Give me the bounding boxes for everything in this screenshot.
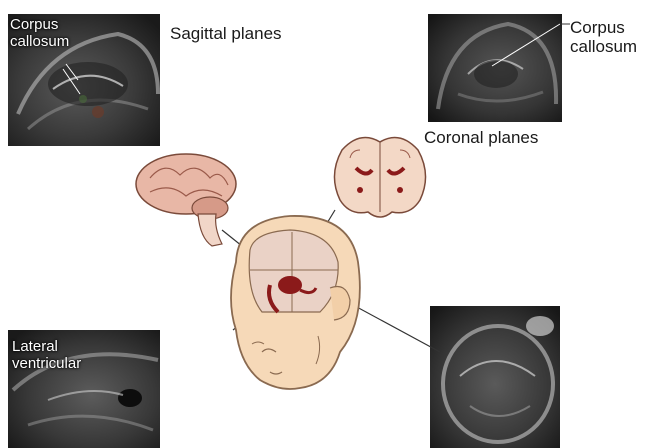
pointer-line (492, 24, 560, 66)
infant-head-icon (231, 216, 360, 389)
pointer-line (66, 64, 78, 80)
coronal-brain-icon (334, 138, 425, 218)
sagittal-brain-icon (136, 154, 236, 246)
